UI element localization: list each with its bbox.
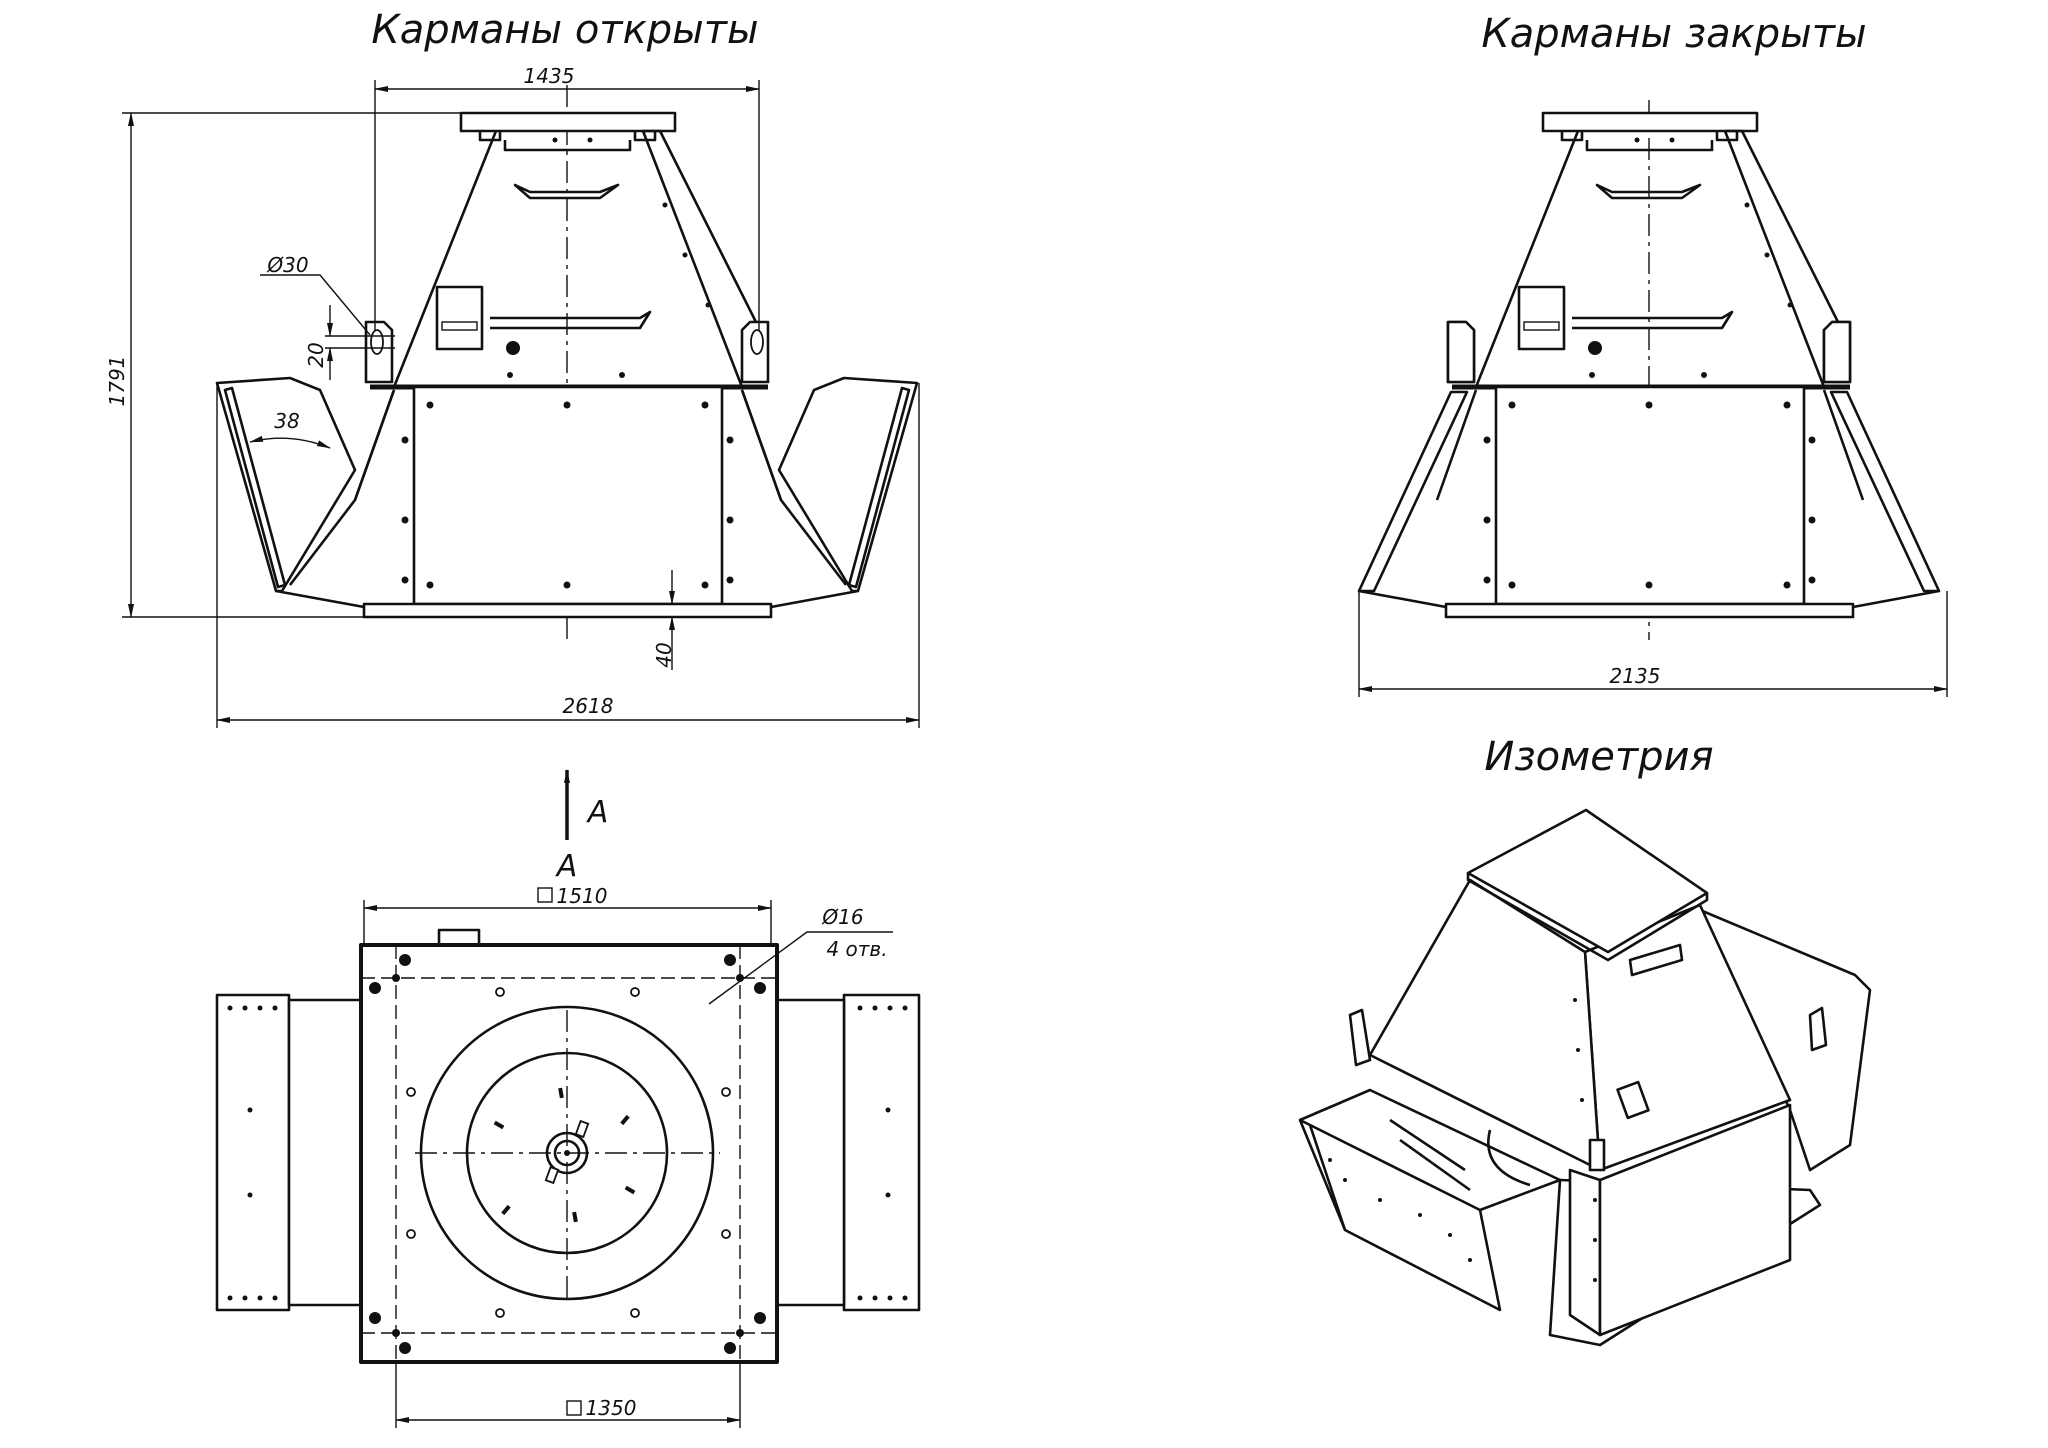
dim-hole-diameter-plan: Ø16: [821, 905, 863, 929]
view-title-pockets-closed: Карманы закрыты: [1481, 11, 1866, 57]
view-title-isometric: Изометрия: [1484, 734, 1713, 780]
front-view-pockets-closed: Карманы закрыты 2135: [1357, 11, 1948, 697]
dim-total-width-closed: 2135: [1610, 664, 1661, 688]
right-pocket-closed: [1829, 390, 1941, 593]
plan-view-a: A A 1510: [215, 769, 921, 1428]
dim-total-width: 2618: [563, 694, 614, 718]
view-title-pockets-open: Карманы открыты: [371, 7, 758, 53]
dim-top-width: 1435: [524, 64, 575, 88]
left-pocket-closed: [1357, 390, 1469, 593]
view-label: A: [555, 849, 578, 884]
dim-hole-diameter: Ø30: [266, 253, 308, 277]
dim-inner-square: 1350: [586, 1396, 637, 1420]
dim-angle: 38: [274, 409, 299, 433]
dim-hole-offset: 20: [304, 342, 328, 367]
right-pocket-panel: [842, 993, 921, 1312]
fan-body: [1437, 113, 1863, 617]
view-arrow-label: A: [586, 795, 609, 830]
isometric-view: Изометрия: [1298, 734, 1872, 1347]
fan-body: [355, 113, 781, 617]
left-pocket-panel: [215, 993, 291, 1312]
body-box-iso: [1598, 1103, 1792, 1337]
front-view-pockets-open: Карманы открыты 1435 1791 2618 Ø30 20 38…: [105, 7, 920, 728]
hole-count: 4 отв.: [826, 937, 887, 961]
dim-base-height: 40: [652, 642, 676, 667]
dim-outer-square: 1510: [557, 884, 608, 908]
dim-height: 1791: [105, 356, 129, 407]
